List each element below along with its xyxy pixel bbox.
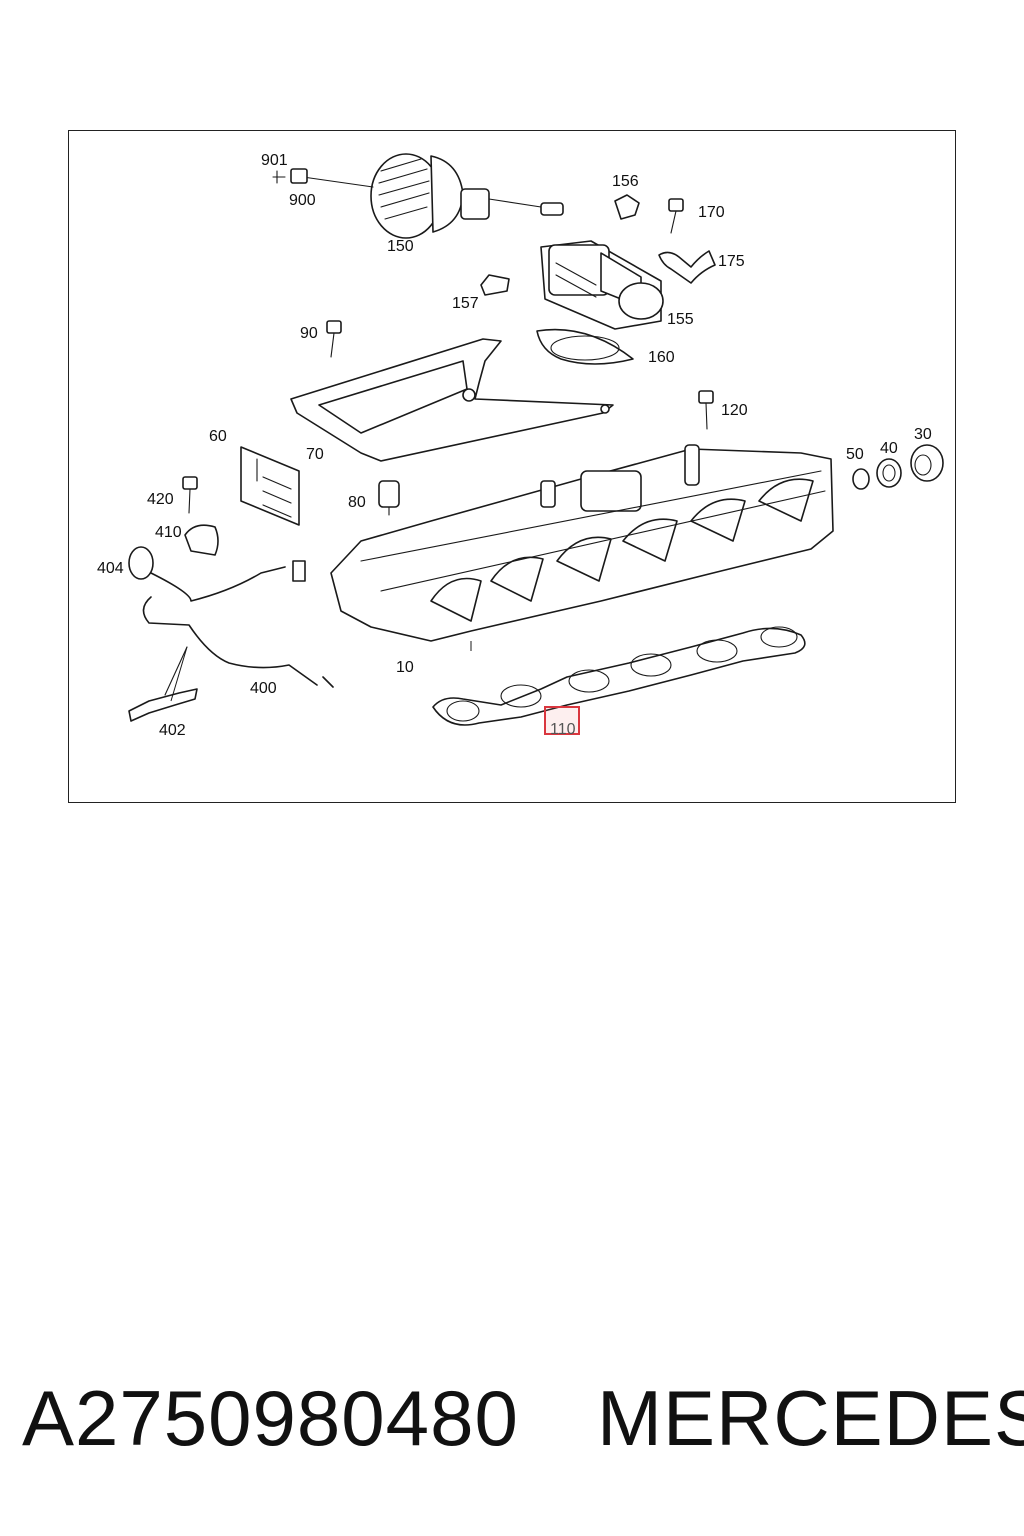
- part-155-throttle: [540, 240, 664, 330]
- parts-diagram: 901 900 150 156 170 175 157 155 90 160 1…: [97, 152, 944, 739]
- part-404-grommet: [128, 546, 154, 580]
- callout-50: 50: [846, 446, 864, 463]
- part-156-clip: [614, 194, 640, 220]
- part-410-clip: [184, 524, 219, 556]
- brand-name: MERCEDES: [597, 1374, 1024, 1462]
- part-400-hose: [142, 560, 334, 688]
- callout-70: 70: [306, 446, 324, 463]
- callout-170: 170: [698, 204, 725, 221]
- leader-lines: [170, 641, 472, 702]
- part-80-spacer: [378, 480, 400, 516]
- callout-90: 90: [300, 325, 318, 342]
- part-402-valve: [128, 646, 198, 722]
- callout-110[interactable]: 110: [550, 721, 576, 738]
- part-150-actuator: [302, 153, 564, 239]
- callout-40: 40: [880, 440, 898, 457]
- callout-150: 150: [387, 238, 414, 255]
- callout-120: 120: [721, 402, 748, 419]
- callout-900: 900: [289, 192, 316, 209]
- callout-402: 402: [159, 722, 186, 739]
- part-110-gasket[interactable]: [432, 626, 806, 726]
- callout-410: 410: [155, 524, 182, 541]
- part-50-seal: [852, 468, 870, 490]
- part-900-901-clip: [272, 168, 308, 184]
- callout-404: 404: [97, 560, 124, 577]
- callout-175: 175: [718, 253, 745, 270]
- callout-80: 80: [348, 494, 366, 511]
- part-157-clip: [480, 274, 510, 296]
- callout-30: 30: [914, 426, 932, 443]
- callout-60: 60: [209, 428, 227, 445]
- part-175-bracket: [658, 250, 716, 284]
- footer: A2750980480 MERCEDES: [0, 1370, 1024, 1480]
- callout-155: 155: [667, 311, 694, 328]
- part-40-plug: [876, 458, 902, 488]
- parts-diagram-frame: 901 900 150 156 170 175 157 155 90 160 1…: [68, 130, 956, 803]
- callout-157: 157: [452, 295, 479, 312]
- highlight-box-110[interactable]: [544, 706, 580, 735]
- part-160-gasket: [536, 328, 634, 365]
- part-60-label: [240, 446, 300, 526]
- part-170-bolt: [668, 198, 684, 234]
- part-120-bolt: [698, 390, 714, 430]
- part-90-bolt: [326, 320, 342, 358]
- callout-420: 420: [147, 491, 174, 508]
- callout-10: 10: [396, 659, 414, 676]
- part-70-frame: [290, 338, 614, 462]
- callout-400: 400: [250, 680, 277, 697]
- part-number: A2750980480: [22, 1374, 519, 1462]
- part-10-intake-manifold: [330, 444, 834, 642]
- part-420-bolt: [182, 476, 198, 514]
- part-30-cap: [910, 444, 944, 482]
- callout-156: 156: [612, 173, 639, 190]
- callout-160: 160: [648, 349, 675, 366]
- callout-901: 901: [261, 152, 288, 169]
